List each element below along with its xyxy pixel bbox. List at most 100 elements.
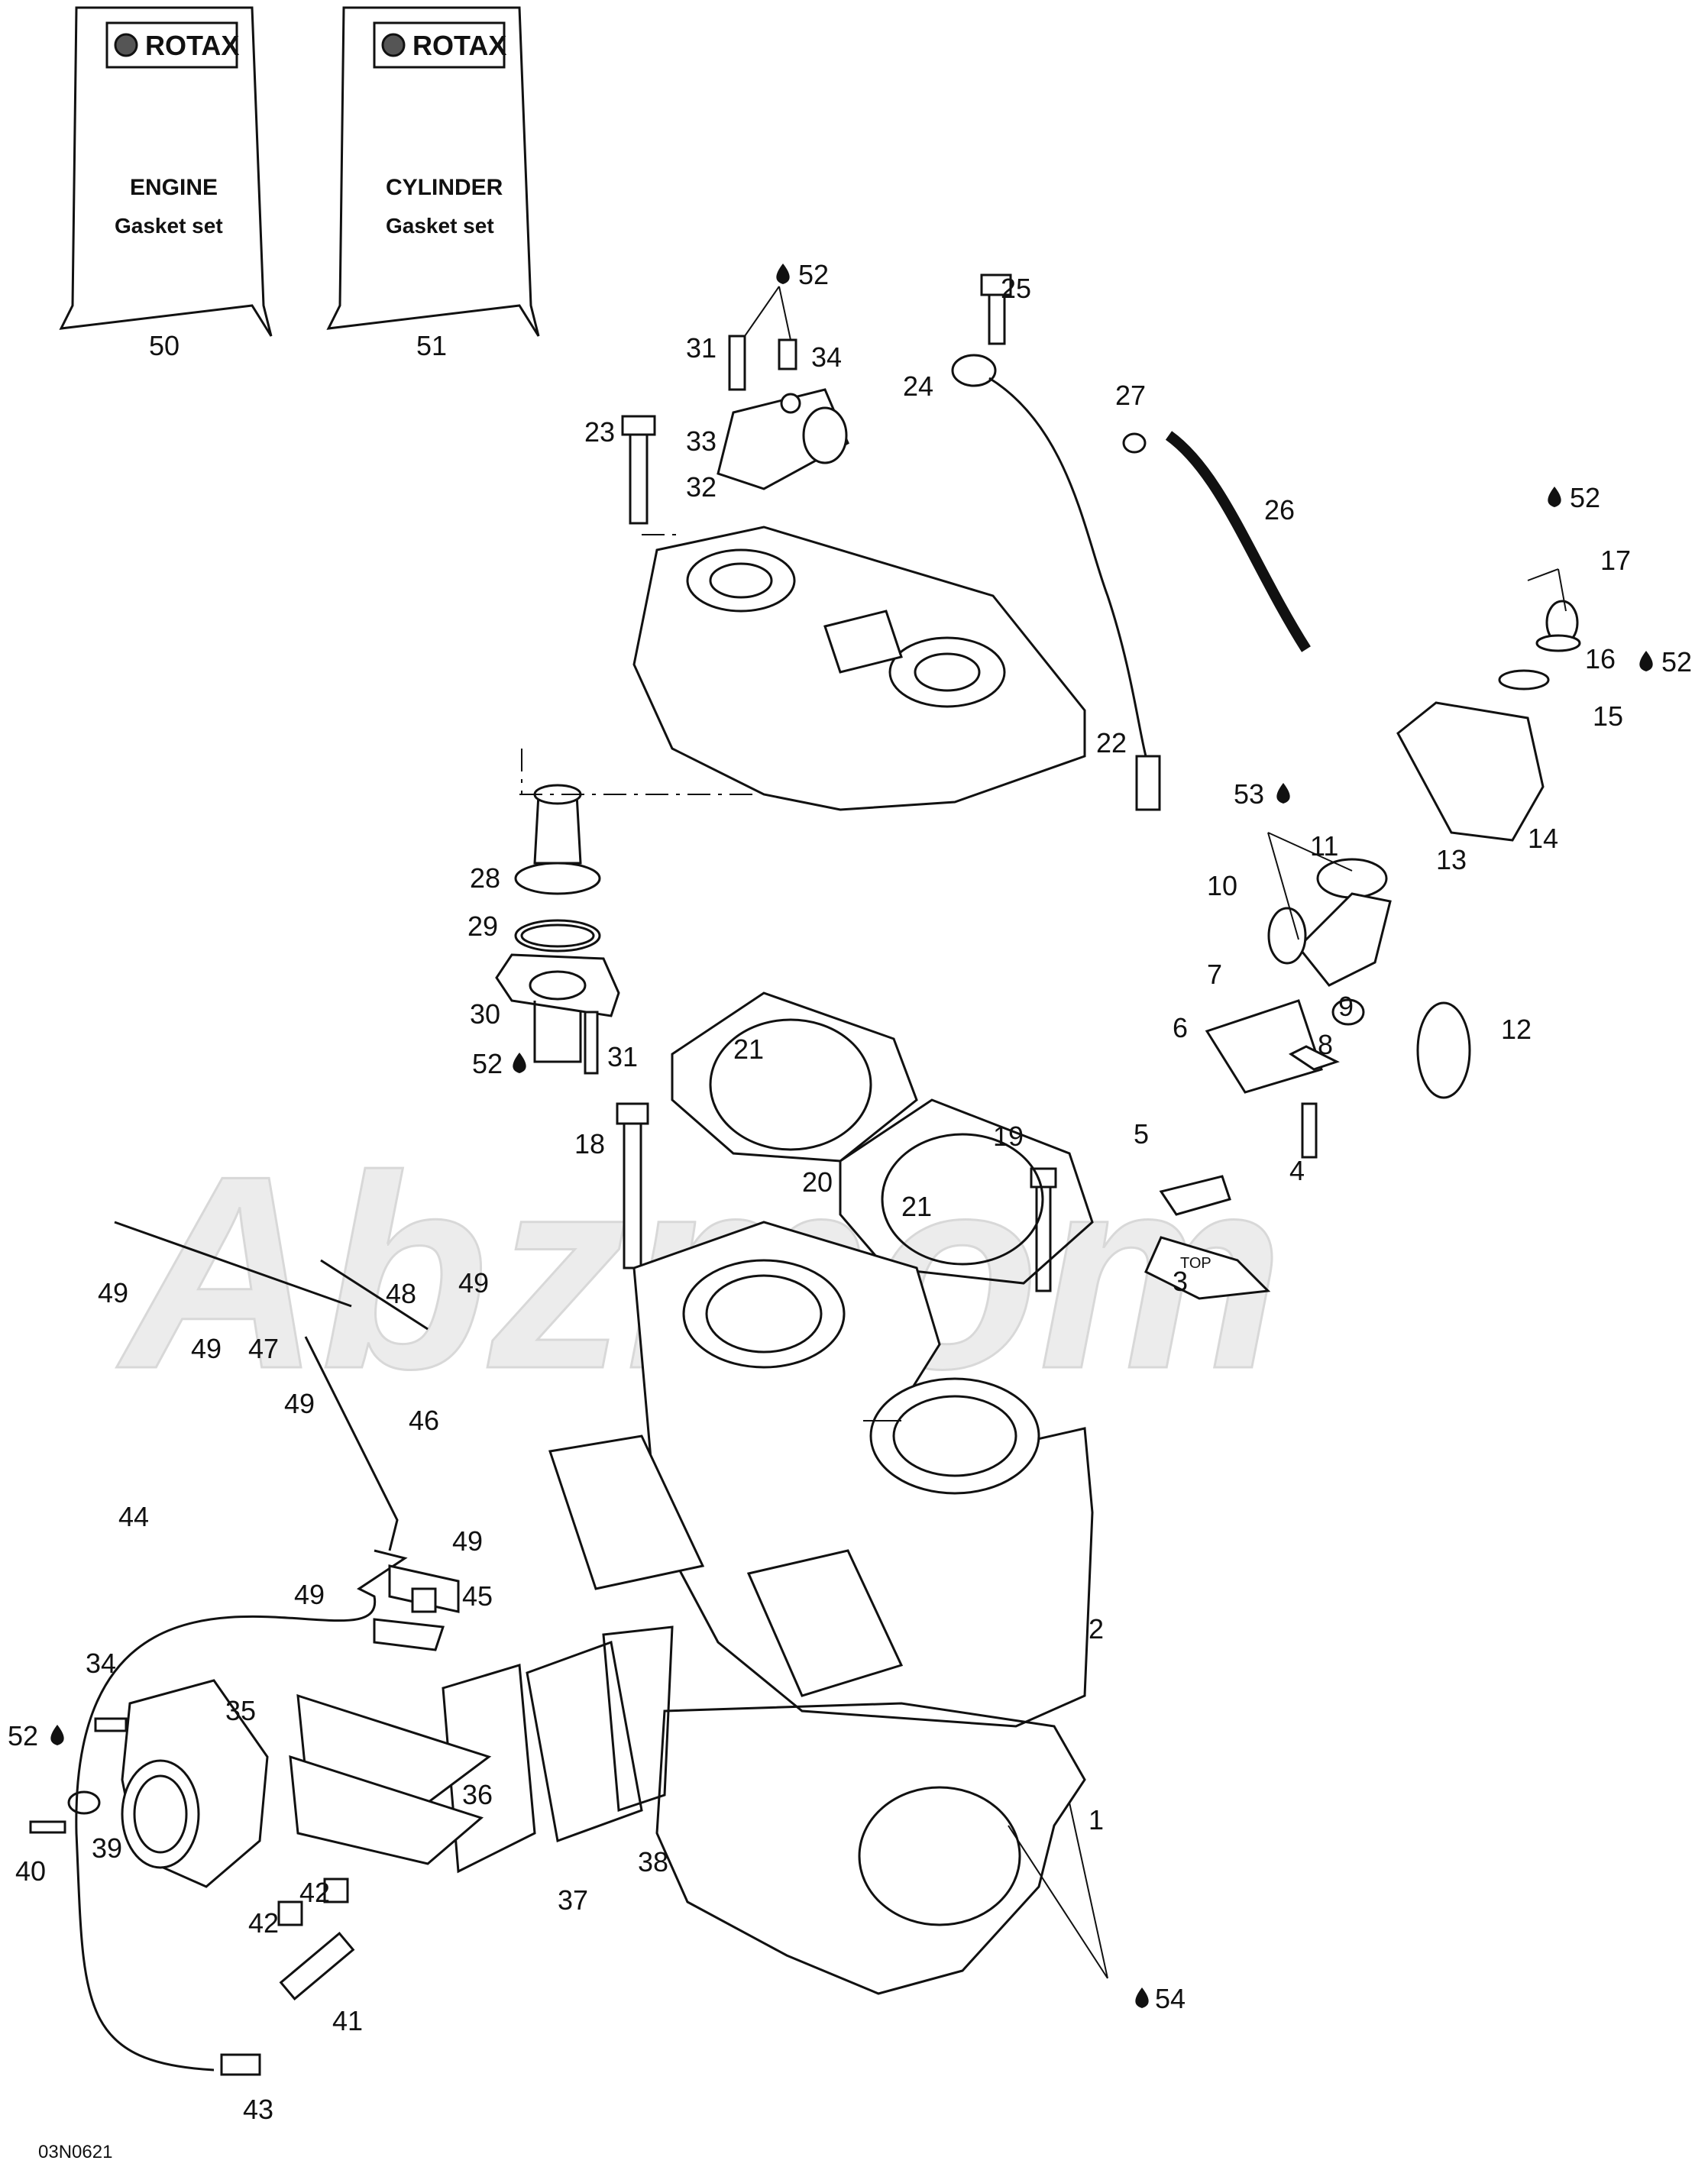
callout-32: 32 [686, 471, 717, 503]
oil-drop-icon [50, 1725, 64, 1745]
callout-47: 47 [248, 1333, 279, 1364]
callout-30: 30 [470, 998, 500, 1030]
callout-22: 22 [1096, 727, 1127, 758]
callout-5: 5 [1134, 1118, 1149, 1150]
callout-41: 41 [332, 2005, 363, 2036]
callout-labels: 1 2 3 4 5 6 7 8 9 10 11 12 13 14 15 16 1… [8, 259, 1692, 2125]
head-gaskets [671, 991, 1094, 1285]
callout-52c: 52 [1661, 646, 1692, 678]
callout-28: 28 [470, 862, 500, 894]
callout-33: 33 [686, 425, 717, 457]
callout-44: 44 [118, 1501, 149, 1532]
callout-54: 54 [1155, 1983, 1186, 2014]
callout-3: 3 [1173, 1266, 1188, 1297]
callout-16: 16 [1585, 643, 1616, 674]
callout-11: 11 [1310, 830, 1338, 862]
callout-48: 48 [386, 1278, 416, 1309]
callout-52d: 52 [472, 1048, 503, 1079]
callout-31b: 31 [607, 1041, 638, 1072]
carburetor-flange [121, 1679, 269, 1888]
callout-8: 8 [1318, 1029, 1333, 1060]
oil-drop-icon [776, 264, 790, 284]
callout-4: 4 [1289, 1155, 1305, 1186]
callout-38: 38 [638, 1846, 668, 1878]
callout-37: 37 [558, 1884, 588, 1916]
bag-line2-51: Gasket set [386, 214, 494, 238]
callout-20: 20 [802, 1166, 833, 1198]
callout-42a: 42 [248, 1907, 279, 1939]
callout-26: 26 [1264, 494, 1295, 526]
leader-lines [744, 286, 1567, 1979]
callout-31a: 31 [686, 332, 717, 364]
water-outlet-elbow [495, 953, 620, 1075]
callout-6: 6 [1173, 1012, 1188, 1043]
callout-9: 9 [1338, 991, 1354, 1022]
callout-18: 18 [574, 1128, 605, 1160]
bolts [616, 273, 1057, 1292]
callout-49b: 49 [191, 1333, 222, 1364]
callout-50: 50 [149, 330, 180, 361]
callout-21b: 21 [901, 1191, 932, 1222]
callout-52b: 52 [1570, 482, 1600, 513]
vent-tubing [75, 1221, 429, 2072]
hose-clamp [1122, 432, 1147, 454]
oil-drop-icon [1548, 487, 1561, 507]
cylinder-block [548, 1221, 1094, 1728]
callout-1: 1 [1089, 1804, 1104, 1835]
base-gasket [655, 1702, 1086, 1995]
callout-52a: 52 [798, 259, 829, 290]
callout-53: 53 [1234, 778, 1264, 810]
callout-12: 12 [1501, 1014, 1532, 1045]
callout-13: 13 [1436, 844, 1467, 875]
callout-17: 17 [1600, 545, 1631, 576]
oil-drop-icon [1639, 651, 1653, 671]
callout-25: 25 [1001, 273, 1031, 304]
callout-40: 40 [15, 1855, 46, 1887]
callout-49d: 49 [458, 1267, 489, 1299]
callout-34a: 34 [811, 341, 842, 373]
bag-line1-51: CYLINDER [386, 175, 503, 200]
solenoid-valve [373, 1564, 460, 1651]
knock-sensor [951, 354, 1161, 811]
callout-29: 29 [467, 910, 498, 942]
callout-7: 7 [1207, 959, 1222, 990]
callout-34b: 34 [86, 1648, 116, 1679]
cylinder-head [632, 526, 1086, 811]
breather-hose [1165, 431, 1311, 652]
bag-brand-50: ROTAX [145, 30, 239, 61]
callout-49f: 49 [294, 1579, 325, 1610]
callout-49e: 49 [452, 1525, 483, 1557]
callout-39: 39 [92, 1832, 122, 1864]
thermostat [514, 784, 601, 953]
callout-46: 46 [409, 1405, 439, 1436]
callout-51: 51 [416, 330, 447, 361]
callout-15: 15 [1593, 700, 1623, 732]
cylinder-gasket-set-bag [326, 6, 540, 337]
rave-valve-guillotine: TOP [1144, 1175, 1271, 1300]
oil-drop-icon-group [50, 264, 1653, 2008]
rave-valve-assembly [1205, 600, 1581, 1159]
callout-49c: 49 [284, 1388, 315, 1419]
bag-line2-50: Gasket set [115, 214, 223, 238]
callout-21a: 21 [733, 1033, 764, 1065]
oil-drop-icon [1276, 783, 1290, 804]
reed-valve-parts [289, 1625, 674, 1874]
callout-49a: 49 [98, 1277, 128, 1308]
thermostat-housing [717, 335, 849, 490]
callout-36: 36 [462, 1779, 493, 1810]
alignment-lines [519, 534, 760, 795]
diagram-id: 03N0621 [38, 2142, 112, 2162]
bag-brand-51: ROTAX [412, 30, 506, 61]
bag-line1-50: ENGINE [130, 175, 218, 200]
callout-45: 45 [462, 1580, 493, 1612]
callout-27: 27 [1115, 380, 1146, 411]
callout-2: 2 [1089, 1613, 1104, 1645]
valve-top-label: TOP [1180, 1255, 1211, 1272]
callout-24: 24 [903, 370, 933, 402]
callout-52e: 52 [8, 1720, 38, 1751]
callout-43: 43 [243, 2094, 273, 2125]
callout-35: 35 [225, 1695, 256, 1726]
callout-19: 19 [993, 1121, 1024, 1152]
callout-23: 23 [584, 416, 615, 448]
